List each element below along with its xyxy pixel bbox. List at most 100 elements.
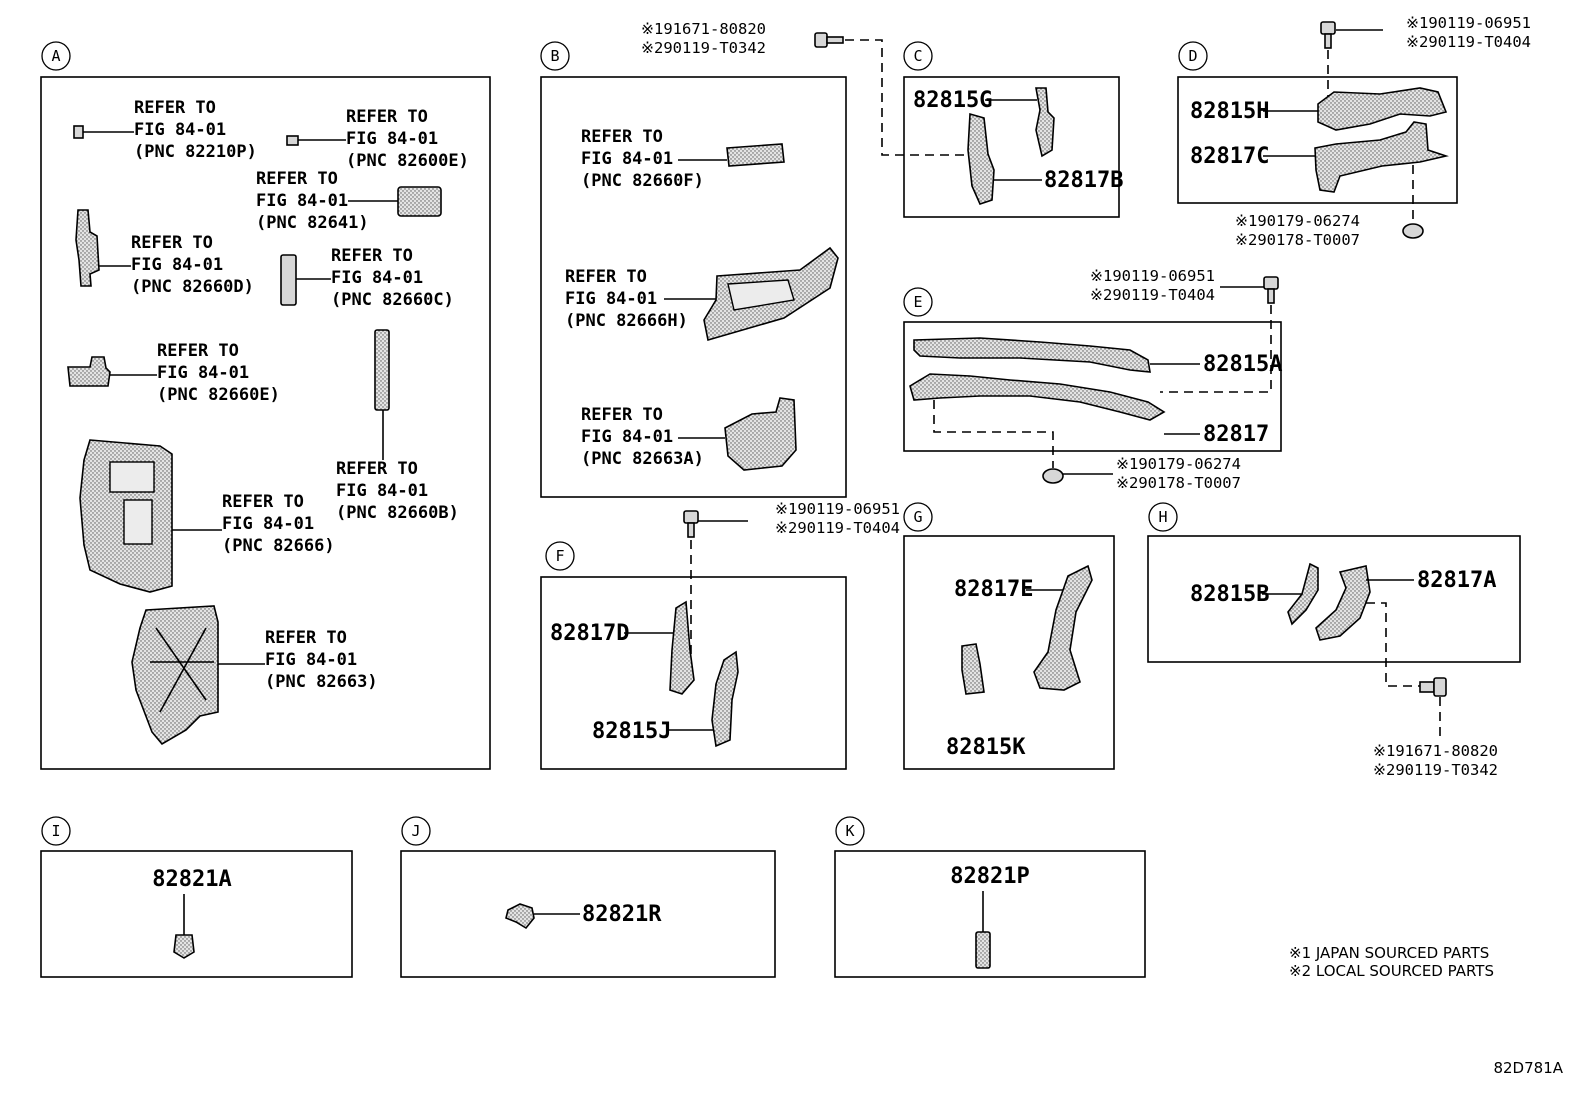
section-i: I 82821A xyxy=(40,816,353,978)
fig-label: FIG 84-01 xyxy=(222,514,314,534)
section-j-marker xyxy=(401,816,431,846)
section-b-box xyxy=(540,76,847,498)
connector-part-82210p xyxy=(73,125,84,139)
refer-to-label: REFER TO xyxy=(581,405,663,425)
refer-to-label: REFER TO xyxy=(131,233,213,253)
fastener-code-2: ※290119-T0404 xyxy=(1406,33,1531,51)
refer-to-label: REFER TO xyxy=(256,169,338,189)
section-a-marker xyxy=(41,41,71,71)
pnc-82663a-label: (PNC 82663A) xyxy=(581,449,704,469)
part-82815k-label: 82815K xyxy=(946,735,1026,760)
part-82821p-label: 82821P xyxy=(950,864,1029,889)
fastener-code-1: ※190119-06951 xyxy=(1406,14,1531,32)
fastener-code-2: ※290119-T0404 xyxy=(775,519,900,537)
section-d-marker xyxy=(1178,41,1208,71)
section-d: D ※190119-06951 ※290119-T0404 82815H 828… xyxy=(1177,14,1531,249)
refer-to-label: REFER TO xyxy=(336,459,418,479)
fastener-code-1: ※191671-80820 xyxy=(1373,742,1498,760)
section-b-letter: B xyxy=(550,47,559,65)
part-82815j-label: 82815J xyxy=(592,719,671,744)
fig-label: FIG 84-01 xyxy=(131,255,223,275)
section-g: G 82817E 82815K xyxy=(903,502,1115,770)
fastener-code-2: ※290178-T0007 xyxy=(1235,231,1360,249)
connector-part-82660e xyxy=(67,356,111,387)
connector-part-82600e xyxy=(286,135,299,146)
section-i-box xyxy=(40,850,353,978)
pnc-82660e-label: (PNC 82660E) xyxy=(157,385,280,405)
fig-label: FIG 84-01 xyxy=(331,268,423,288)
clip-icon xyxy=(1402,223,1424,239)
relay-block-detail xyxy=(123,499,153,545)
bolt-shank-icon xyxy=(687,522,695,538)
fig-label: FIG 84-01 xyxy=(265,650,357,670)
fastener-code-1: ※191671-80820 xyxy=(641,20,766,38)
section-g-marker xyxy=(903,502,933,532)
section-f-box xyxy=(540,576,847,770)
part-82815h-label: 82815H xyxy=(1190,99,1269,124)
bracket-opening xyxy=(727,279,795,311)
section-k-box xyxy=(834,850,1146,978)
section-e-letter: E xyxy=(913,293,922,311)
dashed-install-line xyxy=(1160,305,1272,393)
pnc-82600e-label: (PNC 82600E) xyxy=(346,151,469,171)
fig-label: FIG 84-01 xyxy=(581,149,673,169)
section-h-letter: H xyxy=(1158,508,1167,526)
section-h-marker xyxy=(1148,502,1178,532)
refer-to-label: REFER TO xyxy=(134,98,216,118)
section-d-box xyxy=(1177,76,1458,204)
section-a-box xyxy=(40,76,491,770)
fig-label: FIG 84-01 xyxy=(346,129,438,149)
refer-to-label: REFER TO xyxy=(331,246,413,266)
bolt-icon xyxy=(683,510,699,524)
fastener-code-2: ※290119-T0342 xyxy=(1373,761,1498,779)
dashed-install-line xyxy=(933,400,1054,468)
bracket-part-82817e xyxy=(1033,564,1093,691)
pnc-82666h-label: (PNC 82666H) xyxy=(565,311,688,331)
japan-sourced-note: ※1 JAPAN SOURCED PARTS xyxy=(1289,944,1489,962)
bracket-part-82815j xyxy=(711,650,739,748)
clip-part-82821r xyxy=(505,903,535,930)
fig-label: FIG 84-01 xyxy=(134,120,226,140)
pnc-82660c-label: (PNC 82660C) xyxy=(331,290,454,310)
bracket-part-82817a xyxy=(1315,565,1371,641)
pnc-82660d-label: (PNC 82660D) xyxy=(131,277,254,297)
part-82817e-label: 82817E xyxy=(954,577,1033,602)
fastener-group-top-c: ※191671-80820 ※290119-T0342 xyxy=(641,20,973,156)
section-j-letter: J xyxy=(411,822,420,840)
section-a-letter: A xyxy=(51,47,60,65)
section-k-marker xyxy=(835,816,865,846)
section-f-letter: F xyxy=(555,547,564,565)
clip-part-82821p xyxy=(975,931,991,969)
fuse-part-82660b xyxy=(374,329,390,411)
bolt-icon xyxy=(814,32,828,48)
bolt-icon xyxy=(1263,276,1279,290)
part-82817d-label: 82817D xyxy=(550,621,629,646)
relay-block-detail xyxy=(109,461,155,493)
section-j-box xyxy=(400,850,776,978)
part-82821r-label: 82821R xyxy=(582,902,662,927)
section-g-box xyxy=(903,535,1115,770)
section-c-marker xyxy=(903,41,933,71)
pnc-82663-label: (PNC 82663) xyxy=(265,672,378,692)
section-i-marker xyxy=(41,816,71,846)
bracket-part-82815g xyxy=(1035,87,1055,158)
pnc-82210p-label: (PNC 82210P) xyxy=(134,142,257,162)
section-a: A REFER TO FIG 84-01 (PNC 82210P) REFER … xyxy=(40,41,491,770)
fastener-code-1: ※190179-06274 xyxy=(1235,212,1360,230)
bracket-part-82817d xyxy=(669,600,695,695)
cover-part-82663a xyxy=(724,397,797,471)
module-part-82641 xyxy=(397,186,442,217)
part-82817b-label: 82817B xyxy=(1044,168,1123,193)
relay-cover-part-82663 xyxy=(131,605,219,746)
fastener-code-1: ※190179-06274 xyxy=(1116,455,1241,473)
part-82817a-label: 82817A xyxy=(1417,568,1496,593)
bolt-shank-icon xyxy=(1419,681,1435,693)
refer-to-label: REFER TO xyxy=(222,492,304,512)
bracket-part-82815h xyxy=(1317,87,1448,131)
fig-label: FIG 84-01 xyxy=(565,289,657,309)
section-f-marker xyxy=(545,541,575,571)
section-c-letter: C xyxy=(913,47,922,65)
dashed-install-line xyxy=(1366,602,1420,687)
bolt-shank-icon xyxy=(1324,33,1332,49)
cover-ribs xyxy=(150,627,214,713)
